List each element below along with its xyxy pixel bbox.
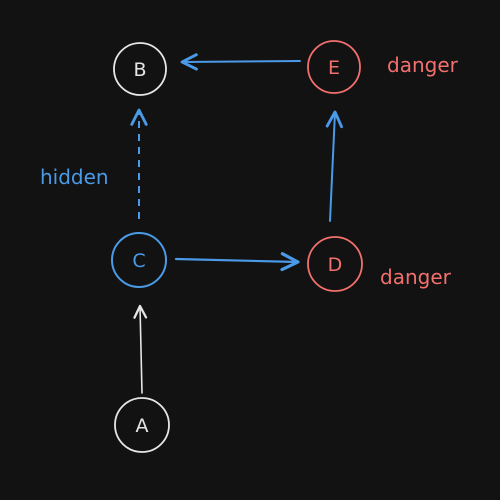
edge-e-to-b	[180, 53, 301, 71]
node-a: A	[114, 397, 170, 453]
node-b-label: B	[133, 59, 146, 81]
danger-annotation-e: danger	[387, 53, 459, 77]
node-e-circle	[307, 40, 361, 94]
node-b: B	[113, 42, 167, 96]
node-d-label: D	[328, 254, 343, 276]
danger-annotation-d: danger	[380, 265, 452, 289]
node-d-circle	[307, 236, 363, 292]
node-c-circle	[111, 232, 167, 288]
hidden-annotation: hidden	[40, 165, 109, 189]
edge-d-to-e	[325, 110, 343, 222]
node-e: E	[307, 40, 361, 94]
node-b-circle	[113, 42, 167, 96]
edge-a-to-c	[133, 304, 148, 394]
node-a-label: A	[136, 415, 149, 437]
edge-c-to-d	[174, 252, 300, 272]
node-d: D	[307, 236, 363, 292]
node-a-circle	[114, 397, 170, 453]
node-e-label: E	[328, 57, 340, 79]
node-c-label: C	[132, 250, 145, 272]
node-c: C	[111, 232, 167, 288]
